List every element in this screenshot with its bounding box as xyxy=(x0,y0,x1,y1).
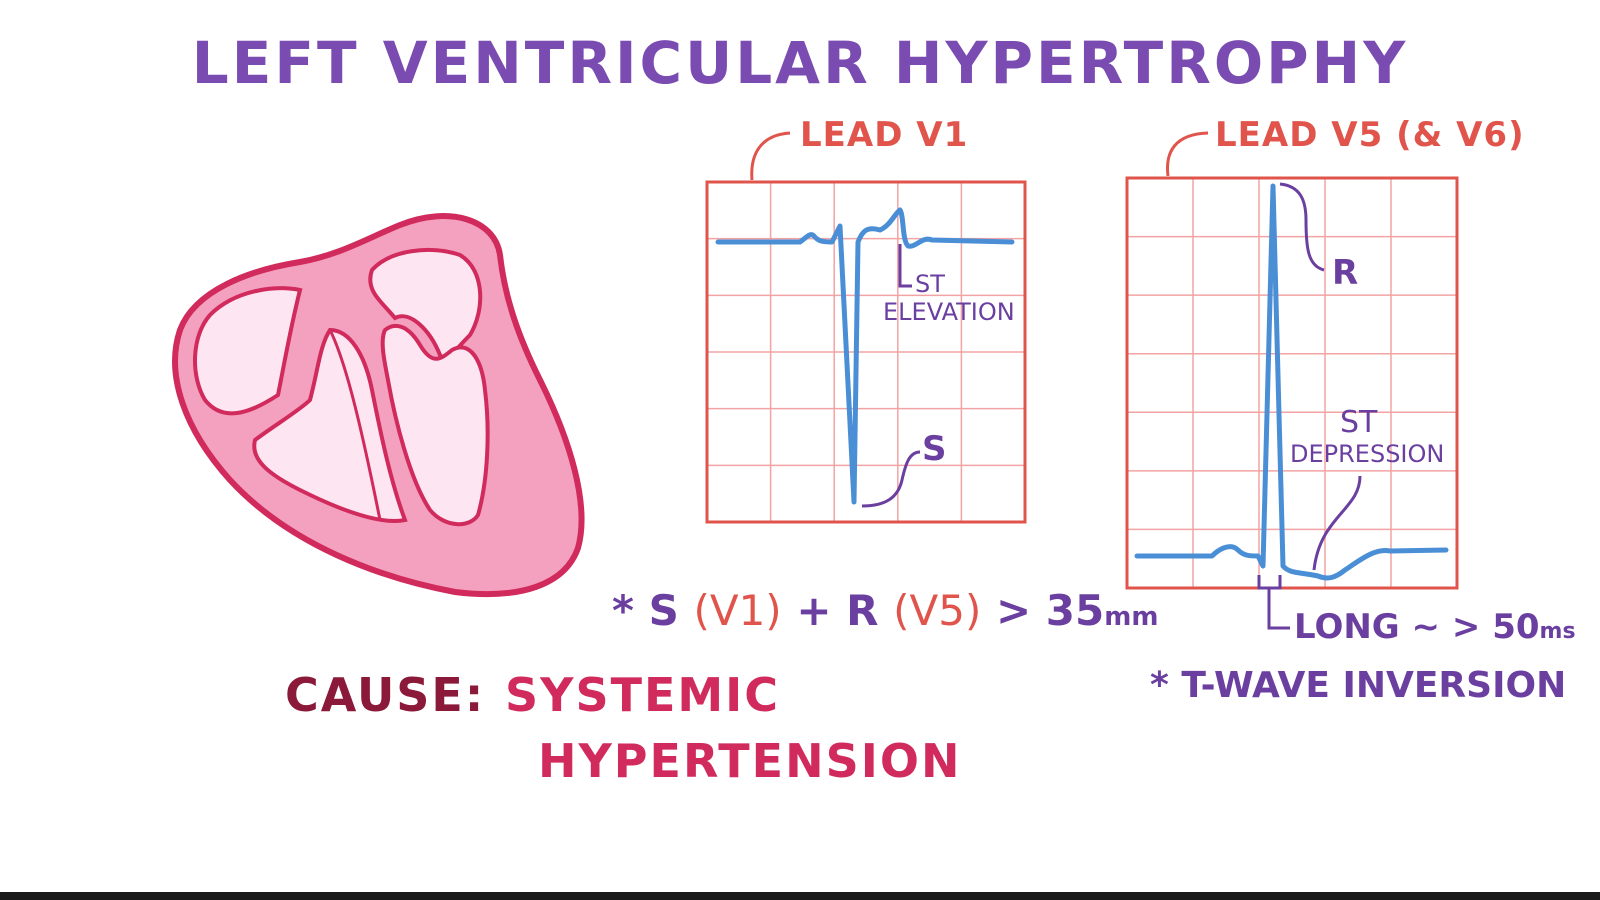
page-title: LEFT VENTRICULAR HYPERTROPHY xyxy=(191,29,1409,97)
t-wave-inversion-note: * T-WAVE INVERSION xyxy=(1150,665,1567,706)
st-elevation-sublabel: ELEVATION xyxy=(883,298,1015,326)
left-ventricle-chamber xyxy=(380,323,490,527)
lead-v5-grid xyxy=(1125,176,1459,590)
criterion-r-lead: (V5) xyxy=(893,586,982,635)
st-elevation-pointer xyxy=(898,244,912,288)
s-wave-label: S xyxy=(922,429,947,469)
cause-value-line2: HYPERTENSION xyxy=(538,734,962,788)
cause-label: CAUSE: xyxy=(285,668,486,722)
criterion-unit: mm xyxy=(1104,602,1159,632)
lead-v5-bracket xyxy=(1165,131,1209,177)
lead-v1-trace xyxy=(715,207,1015,505)
r-wave-pointer xyxy=(1279,182,1325,272)
criterion-plus: + xyxy=(796,586,832,635)
criterion-comparison: > 35 xyxy=(995,586,1105,635)
qrs-duration-value: LONG ~ > 50 xyxy=(1294,607,1540,647)
criterion-s: S xyxy=(648,586,679,635)
septum-line xyxy=(328,329,382,521)
voltage-criterion: * S (V1) + R (V5) > 35mm xyxy=(612,590,1158,632)
lead-v5-label: LEAD V5 (& V6) xyxy=(1215,115,1525,155)
criterion-bullet: * xyxy=(612,586,634,635)
qrs-duration-bracket xyxy=(1257,575,1290,630)
s-wave-pointer xyxy=(861,450,921,508)
lead-v5-trace xyxy=(1134,183,1449,581)
st-depression-sublabel: DEPRESSION xyxy=(1290,440,1445,468)
grid-border xyxy=(1125,176,1459,590)
criterion-r: R xyxy=(846,586,879,635)
qrs-duration-text: LONG ~ > 50ms xyxy=(1294,610,1576,644)
bottom-bar xyxy=(0,892,1600,900)
cause-value-line1: SYSTEMIC xyxy=(505,668,781,722)
right-atrium-chamber xyxy=(193,286,303,416)
st-depression-label: ST xyxy=(1340,405,1378,440)
right-ventricle-chamber xyxy=(252,327,408,523)
st-elevation-label: ST xyxy=(915,270,945,298)
r-wave-label: R xyxy=(1332,253,1359,293)
lead-v1-bracket xyxy=(750,131,791,181)
criterion-s-lead: (V1) xyxy=(693,586,782,635)
grid-border xyxy=(705,180,1027,524)
st-depression-pointer xyxy=(1312,475,1362,571)
qrs-duration-unit: ms xyxy=(1539,619,1576,644)
lead-v1-label: LEAD V1 xyxy=(800,115,969,155)
